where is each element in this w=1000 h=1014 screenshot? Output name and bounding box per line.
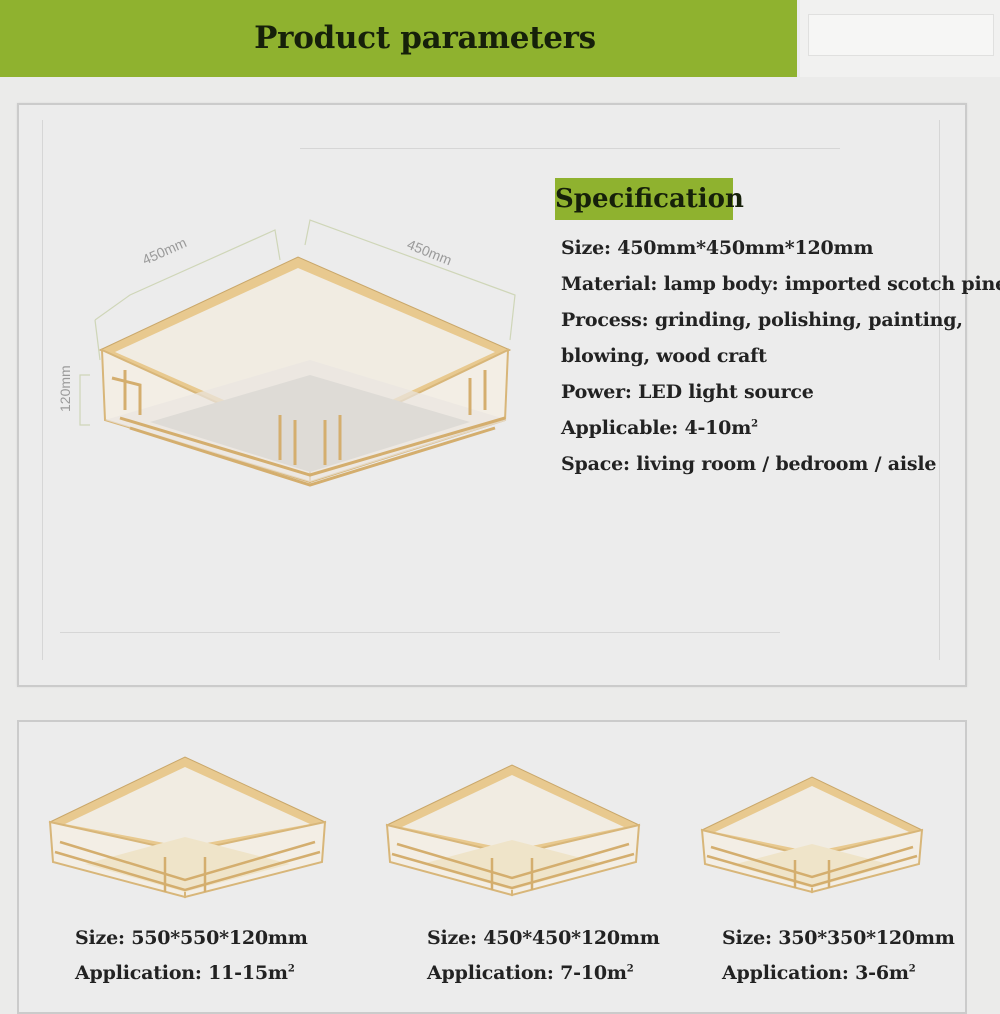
page-title: Product parameters [254,20,596,56]
variant-large-application: Application: 11-15m2 [75,962,295,984]
decor-line [60,632,780,633]
lamp-main [98,256,512,487]
header-right-box [808,14,994,56]
spec-space: Space: living room / bedroom / aisle [561,453,937,475]
specification-label: Specification [555,178,744,220]
spec-power: Power: LED light source [561,381,814,403]
decor-line [939,120,940,660]
spec-process-1: Process: grinding, polishing, painting, [561,309,963,331]
variant-medium-application: Application: 7-10m2 [427,962,634,984]
spec-process-2: blowing, wood craft [561,345,767,367]
variant-large-size: Size: 550*550*120mm [75,927,308,949]
spec-material: Material: lamp body: imported scotch pin… [561,273,1000,295]
lamp-variant-medium [385,764,641,897]
decor-line [300,148,840,149]
variant-small-size: Size: 350*350*120mm [722,927,955,949]
variant-medium-size: Size: 450*450*120mm [427,927,660,949]
width-label: 450mm [140,234,189,268]
height-label: 120mm [57,365,73,412]
lamp-diagram: 450mm 450mm 120mm [57,219,516,487]
variant-small-application: Application: 3-6m2 [722,962,916,984]
header-bar [0,0,797,77]
lamp-variant-small [700,776,924,894]
spec-applicable: Applicable: 4-10m2 [561,417,758,439]
decor-line [42,120,43,660]
spec-size: Size: 450mm*450mm*120mm [561,237,874,259]
lamp-variant-large [48,756,327,899]
